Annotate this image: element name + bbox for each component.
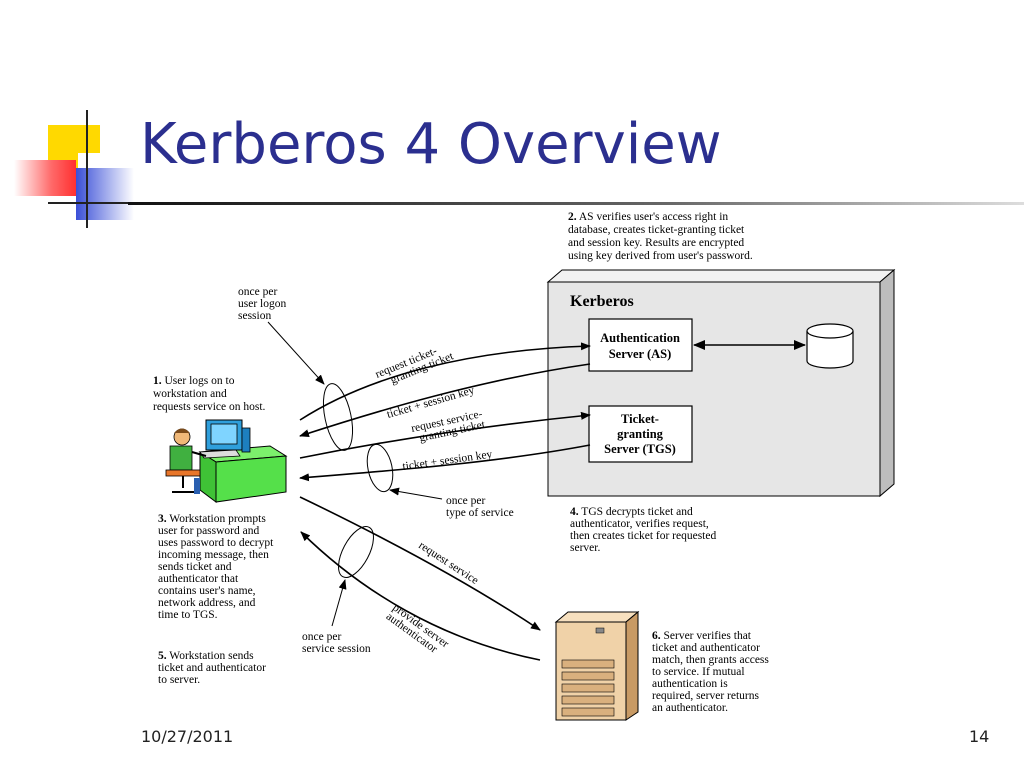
logon-session-ellipse	[322, 383, 354, 451]
step-3-line7: contains user's name,	[158, 585, 256, 597]
label-once-per-service-type: once per type of service	[446, 495, 514, 519]
service-type-label-line1: once per	[446, 495, 485, 507]
step-6-number: 6.	[652, 630, 661, 642]
step-4-line4: server.	[570, 542, 600, 554]
workstation-icon	[165, 419, 288, 503]
label-provide-authenticator: provide server authenticator	[384, 602, 451, 656]
step-3-line6: authenticator that	[158, 573, 239, 585]
page-number: 14	[969, 727, 990, 746]
step-3-number: 3.	[158, 513, 167, 525]
service-type-label-line2: type of service	[446, 507, 514, 519]
svg-text:3. Workstation prompts: 3. Workstation prompts	[158, 513, 266, 525]
service-type-pointer	[389, 487, 443, 500]
svg-text:4. TGS decrypts ticket and: 4. TGS decrypts ticket and	[570, 506, 693, 518]
step-3-line5: sends ticket and	[158, 561, 232, 573]
database-icon	[806, 323, 854, 369]
label-once-per-service-session: once per service session	[302, 631, 371, 655]
step-5-line1: Workstation sends	[169, 650, 254, 662]
step-3-description: 3. Workstation prompts user for password…	[158, 513, 274, 621]
step-6-line3: match, then grants access	[652, 654, 769, 666]
step-2-number: 2.	[568, 211, 577, 223]
tgs-box: Ticket- granting Server (TGS)	[588, 405, 693, 463]
logon-label-line3: session	[238, 310, 271, 322]
step-3-line4: incoming message, then	[158, 549, 269, 561]
label-request-tgt: request ticket- granting ticket	[374, 345, 456, 386]
as-label-line1: Authentication	[600, 331, 680, 345]
title-underline	[128, 202, 1024, 205]
step-4-number: 4.	[570, 506, 579, 518]
step-6-line1: Server verifies that	[664, 630, 752, 642]
service-type-ellipse	[366, 443, 394, 493]
label-ticket-session-key-2: ticket + session key	[402, 448, 494, 473]
step-1-description: 1. User logs on to workstation and reque…	[153, 375, 266, 413]
tgs-label-line1: Ticket-	[621, 412, 659, 426]
step-2-line3: and session key. Results are encrypted	[568, 237, 744, 249]
svg-text:1. User logs on to: 1. User logs on to	[153, 375, 235, 387]
step-3-line9: time to TGS.	[158, 609, 218, 621]
step-5-number: 5.	[158, 650, 167, 662]
step-3-line2: user for password and	[158, 525, 259, 537]
kerberos-panel: Kerberos	[546, 268, 896, 498]
arrow-provide-authenticator	[300, 531, 541, 661]
step-3-line3: uses password to decrypt	[158, 537, 274, 549]
step-2-line4: using key derived from user's password.	[568, 250, 753, 262]
tgs-label-line2: granting	[617, 427, 664, 441]
step-6-line5: authentication is	[652, 678, 728, 690]
step-5-line3: to server.	[158, 674, 200, 686]
step-6-line4: to service. If mutual	[652, 666, 745, 678]
service-session-label-line1: once per	[302, 631, 341, 643]
label-request-service: request service	[416, 539, 480, 586]
step-6-description: 6. Server verifies that ticket and authe…	[652, 630, 769, 714]
step-6-line7: an authenticator.	[652, 702, 728, 714]
label-request-service-ticket: request service- granting ticket	[410, 408, 487, 444]
svg-text:5. Workstation sends: 5. Workstation sends	[158, 650, 254, 662]
logon-label-line2: user logon	[238, 298, 286, 310]
svg-text:6. Server verifies that: 6. Server verifies that	[652, 630, 752, 642]
step-5-line2: ticket and authenticator	[158, 662, 266, 674]
authentication-server-box: Authentication Server (AS)	[588, 318, 693, 372]
step-4-description: 4. TGS decrypts ticket and authenticator…	[570, 506, 716, 554]
step-2-line2: database, creates ticket-granting ticket	[568, 224, 745, 236]
service-session-pointer	[331, 579, 347, 627]
step-4-line2: authenticator, verifies request,	[570, 518, 709, 530]
step-3-line1: Workstation prompts	[169, 513, 266, 525]
arrow-request-service	[299, 496, 541, 631]
step-6-line6: required, server returns	[652, 690, 759, 702]
arrow-ticket-session-key-1	[299, 363, 591, 438]
step-1-number: 1.	[153, 375, 162, 387]
step-4-line3: then creates ticket for requested	[570, 530, 716, 542]
footer-date: 10/27/2011	[141, 727, 234, 746]
step-2-description: 2. AS verifies user's access right in da…	[568, 211, 753, 262]
service-session-label-line2: service session	[302, 643, 371, 655]
step-1-line2: workstation and	[153, 388, 227, 400]
arrow-request-service-ticket	[299, 411, 591, 459]
step-1-line3: requests service on host.	[153, 401, 266, 413]
logon-label-line1: once per	[238, 286, 277, 298]
server-icon	[554, 610, 640, 721]
service-session-ellipse	[338, 526, 374, 578]
tgs-label-line3: Server (TGS)	[604, 442, 676, 456]
step-6-line2: ticket and authenticator	[652, 642, 760, 654]
step-3-line8: network address, and	[158, 597, 256, 609]
step-1-line1: User logs on to	[165, 375, 235, 387]
slide-logo-icon	[14, 110, 136, 228]
kerberos-label: Kerberos	[570, 293, 634, 310]
svg-text:2. AS verifies user's access r: 2. AS verifies user's access right in	[568, 211, 728, 223]
step-5-description: 5. Workstation sends ticket and authenti…	[158, 650, 266, 686]
arrow-request-tgt	[299, 342, 591, 421]
label-once-per-logon: once per user logon session	[238, 286, 286, 322]
step-2-line1: AS verifies user's access right in	[579, 211, 729, 223]
logon-pointer	[267, 321, 325, 385]
arrow-ticket-session-key-2	[299, 444, 591, 482]
as-label-line2: Server (AS)	[609, 347, 672, 361]
page-title: Kerberos 4 Overview	[140, 112, 722, 177]
step-4-line1: TGS decrypts ticket and	[581, 506, 693, 518]
